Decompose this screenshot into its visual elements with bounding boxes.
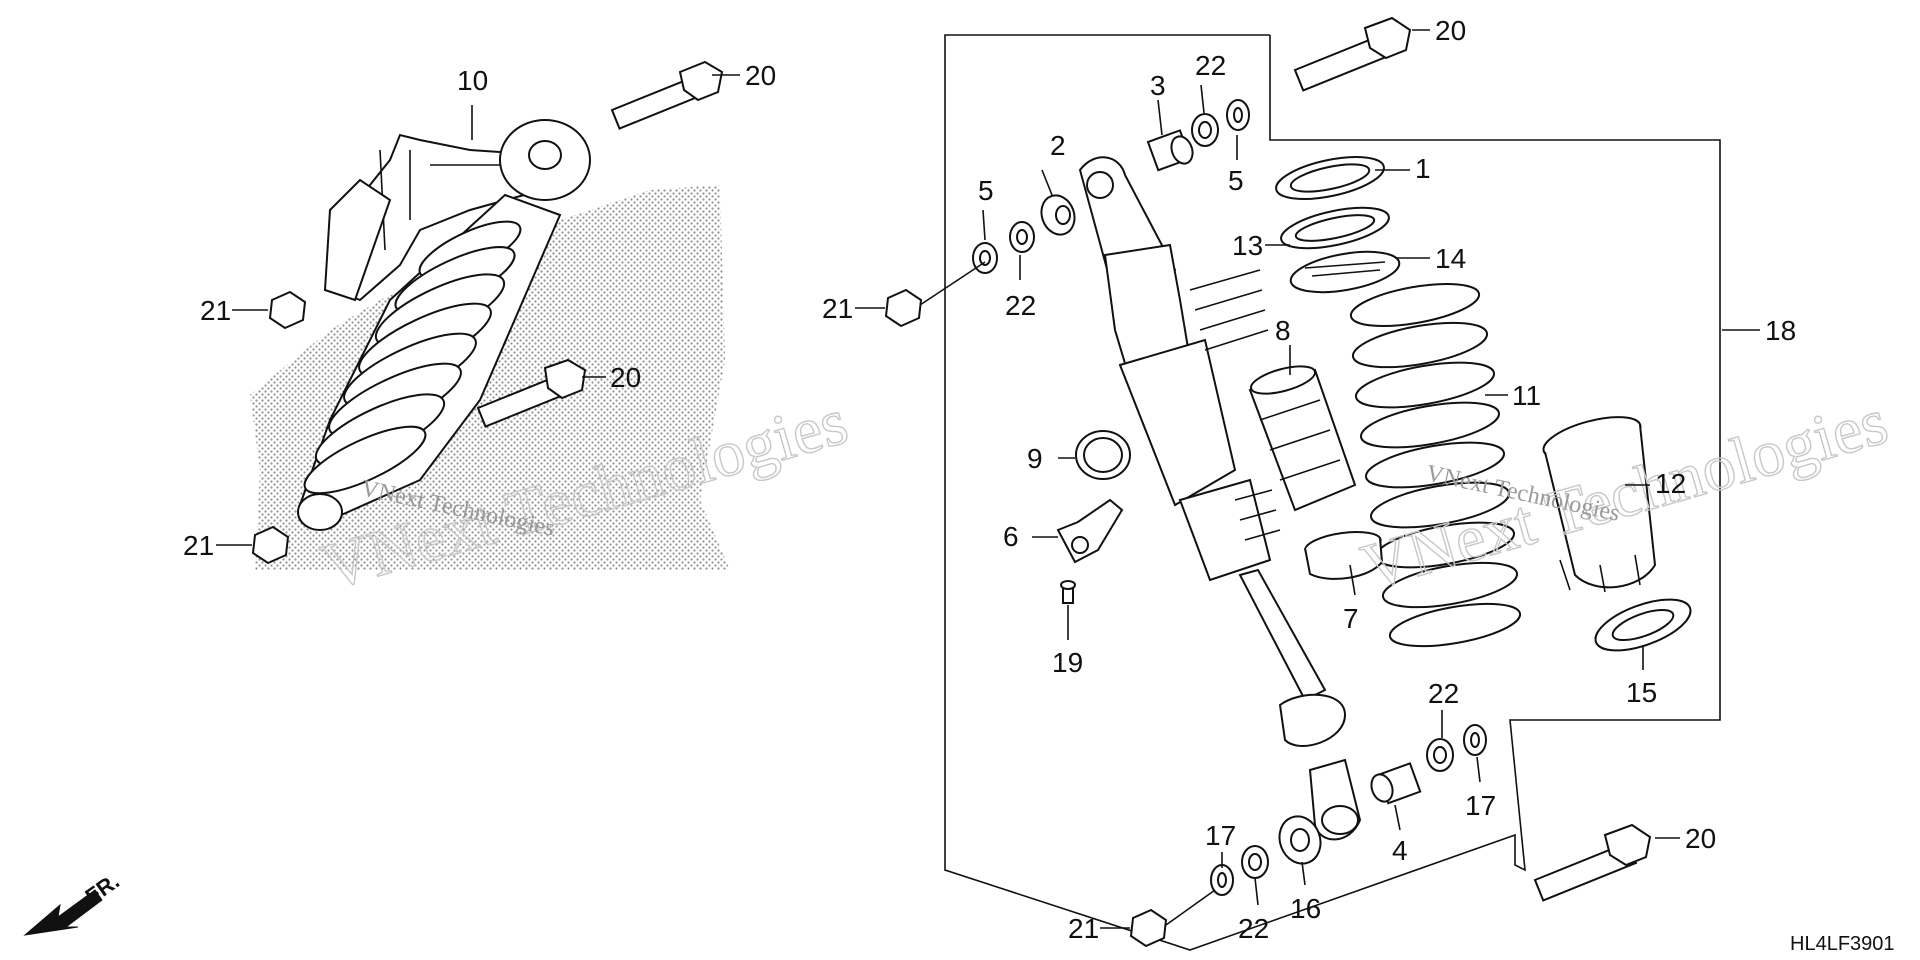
callout-22: 22 <box>1238 913 1269 944</box>
callout-20: 20 <box>745 60 776 91</box>
callout-13: 13 <box>1232 230 1263 261</box>
spring-seat-icon <box>1594 598 1692 652</box>
seal-icon <box>1191 113 1219 147</box>
assembled-shock-view <box>250 60 730 570</box>
spring-cover-icon <box>1248 365 1357 512</box>
seal-icon <box>1426 738 1454 772</box>
callout-11: 11 <box>1512 380 1541 411</box>
o-ring-icon <box>1075 430 1131 480</box>
callout-17: 17 <box>1465 790 1496 821</box>
callout-4: 4 <box>1392 835 1408 866</box>
washer-icon <box>1463 724 1487 756</box>
collar-icon <box>1278 815 1322 865</box>
callout-6: 6 <box>1003 521 1019 552</box>
callout-16: 16 <box>1290 893 1321 924</box>
callout-20: 20 <box>610 362 641 393</box>
callout-8: 8 <box>1275 315 1291 346</box>
collar-icon <box>1304 530 1384 580</box>
bolt-icon <box>610 60 724 130</box>
nut-icon <box>251 525 290 565</box>
callout-22: 22 <box>1428 678 1459 709</box>
kit-boundary <box>944 34 1721 951</box>
seal-icon <box>1241 845 1269 879</box>
seal-icon <box>1009 221 1035 253</box>
bushing-icon <box>1146 129 1194 172</box>
arrow-icon <box>23 889 103 936</box>
callout-leaders <box>216 29 1760 929</box>
callout-3: 3 <box>1150 70 1166 101</box>
callout-21: 21 <box>183 530 214 561</box>
callout-21: 21 <box>1068 913 1099 944</box>
lower-cover-icon <box>1542 416 1657 593</box>
washer-icon <box>1226 99 1250 131</box>
callout-18: 18 <box>1765 315 1796 346</box>
callout-9: 9 <box>1027 443 1043 474</box>
bolt-icon <box>1533 823 1652 902</box>
screw-icon <box>1060 580 1076 604</box>
washer-icon <box>1210 864 1234 896</box>
exploded-shock-view <box>884 16 1721 951</box>
callout-14: 14 <box>1435 243 1466 274</box>
spring-icon <box>1349 282 1522 648</box>
callout-2: 2 <box>1050 130 1066 161</box>
diagram-code: HL4LF3901 <box>1790 933 1895 955</box>
callout-21: 21 <box>200 295 231 326</box>
reservoir <box>323 178 392 302</box>
callout-5: 5 <box>978 175 994 206</box>
callout-15: 15 <box>1626 677 1657 708</box>
lower-eye <box>297 493 343 531</box>
nut-icon <box>884 288 923 328</box>
callout-10: 10 <box>457 65 488 96</box>
callout-22: 22 <box>1005 290 1036 321</box>
callout-20: 20 <box>1685 823 1716 854</box>
nut-icon <box>1129 908 1168 948</box>
callout-12: 12 <box>1655 468 1686 499</box>
callout-17: 17 <box>1205 820 1236 851</box>
callout-7: 7 <box>1343 603 1359 634</box>
bolt-icon <box>1293 16 1412 92</box>
adjuster-knob-icon <box>1056 498 1124 564</box>
callout-1: 1 <box>1415 153 1431 184</box>
front-direction-indicator: FR. <box>23 868 124 936</box>
assembled-spring <box>303 220 522 495</box>
collar-icon <box>1040 194 1076 236</box>
callout-5: 5 <box>1228 165 1244 196</box>
spring-seat-icon <box>1289 250 1401 294</box>
bolt-icon <box>476 358 587 428</box>
callout-19: 19 <box>1052 647 1083 678</box>
nut-icon <box>268 290 307 330</box>
callout-22: 22 <box>1195 50 1226 81</box>
callout-numbers: 10 20 21 20 21 21 20 22 3 2 5 5 22 1 13 … <box>183 15 1796 944</box>
damper-body <box>1078 156 1362 841</box>
callout-21: 21 <box>822 293 853 324</box>
callout-20: 20 <box>1435 15 1466 46</box>
threads <box>1189 269 1281 541</box>
bushing-icon <box>1370 762 1422 805</box>
